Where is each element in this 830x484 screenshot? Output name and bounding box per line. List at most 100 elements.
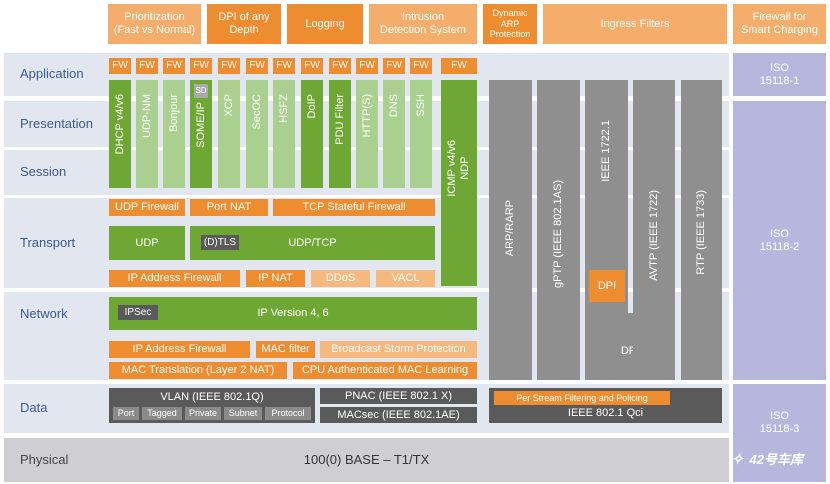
protocol-doip: DoIP	[301, 80, 323, 188]
ieee-1722-1-label: IEEE 1722.1	[600, 120, 613, 182]
protocol-label: PDU Filter	[333, 94, 346, 145]
avtp: AVTP (IEEE 1722)	[633, 80, 675, 380]
fw-badge: FW	[109, 58, 131, 74]
protocol-label: DNS	[387, 94, 400, 118]
header-dynamic-arp: Dynamic ARP Protection	[483, 4, 537, 44]
watermark-text: 42号车库	[749, 451, 804, 467]
vlan-chip-port: Port	[113, 407, 139, 420]
protocol-pdu-filter: PDU Filter	[329, 80, 351, 188]
protocol-dhcp: DHCP v4/v6	[109, 80, 131, 188]
mac-translation: MAC Translation (Layer 2 NAT)	[109, 362, 287, 379]
header-logging: Logging	[287, 4, 363, 44]
fw-badge: FW	[218, 58, 240, 74]
fw-badge: FW	[356, 58, 378, 74]
iso-15118-1: ISO 15118-1	[733, 53, 826, 96]
arp-rarp-label: ARP/RARP	[504, 200, 517, 257]
protocol-label: SecOC	[250, 94, 263, 130]
protocol-label: UDP-NM	[140, 94, 153, 138]
fw-badge: FW	[301, 58, 323, 74]
fw-badge: FW	[329, 58, 351, 74]
layer-label-physical: Physical	[20, 451, 69, 467]
macsec-box: MACsec (IEEE 802.1AE)	[320, 407, 477, 423]
port-nat: Port NAT	[190, 199, 268, 216]
icmp-label: ICMP v4/v6 NDP	[445, 140, 471, 197]
vlan-chip-tagged: Tagged	[142, 407, 182, 420]
protocol-bonjour: Bonjour	[163, 80, 185, 188]
icmp-ndp: ICMP v4/v6 NDP	[441, 80, 477, 286]
dpi-badge: DPI	[589, 270, 625, 302]
ip-nat: IP NAT	[246, 270, 305, 287]
rtp-label: RTP (IEEE 1733)	[695, 190, 708, 275]
tcp-stateful-firewall: TCP Stateful Firewall	[273, 199, 435, 216]
sd-badge: SD	[194, 84, 208, 98]
layer-label-presentation: Presentation	[20, 115, 93, 131]
header-ingress-filters: Ingress Filters	[543, 4, 727, 44]
protocol-secoc: SecOC	[246, 80, 268, 188]
protocol-label: Bonjour	[167, 94, 180, 132]
fw-badge: FW	[136, 58, 158, 74]
watermark-icon: ✧	[730, 451, 744, 469]
protocol-label: HTTP(S)	[360, 94, 373, 138]
iso-15118-2: ISO 15118-2	[733, 101, 826, 380]
cpu-authenticated-mac-learning: CPU Authenticated MAC Learning	[293, 362, 477, 379]
layer-label-network: Network	[20, 305, 68, 321]
layer-label-transport: Transport	[20, 234, 76, 250]
protocol-xcp: XCP	[218, 80, 240, 188]
fw-badge: FW	[383, 58, 405, 74]
fw-badge: FW	[190, 58, 212, 74]
header-dpi: DPI of any Depth	[207, 4, 281, 44]
layer-label-session: Session	[20, 164, 67, 180]
protocol-udp-nm: UDP-NM	[136, 80, 158, 188]
protocol-label: HSFZ	[277, 94, 290, 123]
dtls-chip: (D)TLS	[201, 235, 239, 250]
broadcast-storm-protection: Broadcast Storm Protection	[320, 341, 477, 358]
protocol-label: SSH	[414, 94, 427, 117]
watermark: ✧ 42号车库	[708, 446, 826, 474]
protocol-label: SOME/IP	[194, 102, 207, 148]
vlan-label: VLAN (IEEE 802.1Q)	[160, 391, 264, 403]
fw-badge: FW	[410, 58, 432, 74]
protocol-dns: DNS	[383, 80, 405, 188]
iso-15118-3: ISO 15118-3	[733, 384, 826, 482]
protocol-ssh: SSH	[410, 80, 432, 188]
header-prioritization: Prioritization (Fast vs Normal)	[108, 4, 201, 44]
pnac-box: PNAC (IEEE 802.1 X)	[320, 388, 477, 404]
header-ids: Intrusion Detection System	[369, 4, 477, 44]
fw-badge: FW	[163, 58, 185, 74]
layer-label-application: Application	[20, 66, 84, 82]
gptp: gPTP (IEEE 802.1AS)	[537, 80, 580, 380]
fw-badge: FW	[273, 58, 295, 74]
protocol-hsfz: HSFZ	[273, 80, 295, 188]
vlan-chip-private: Private	[185, 407, 221, 420]
protocol-label: XCP	[222, 94, 235, 117]
ddos: DDoS	[311, 270, 370, 287]
physical-bar: 100(0) BASE – T1/TX	[4, 438, 729, 482]
udp-box: UDP	[109, 226, 185, 260]
fw-badge: FW	[246, 58, 268, 74]
vlan-chip-protocol: Protocol	[265, 407, 311, 420]
mac-filter: MAC filter	[256, 341, 315, 358]
rtp: RTP (IEEE 1733)	[681, 80, 722, 380]
protocol-label: DoIP	[305, 94, 318, 119]
ipsec-chip: IPSec	[118, 305, 158, 320]
header-firewall-smart-charging: Firewall for Smart Charging	[733, 4, 826, 44]
per-stream-filtering: Per Stream Filtering and Policing	[494, 391, 670, 405]
vacl: VACL	[376, 270, 435, 287]
qci-label: IEEE 802.1 Qci	[567, 407, 644, 420]
protocol-label: DHCP v4/v6	[113, 94, 126, 155]
ip-version-box: IP Version 4, 6	[109, 297, 477, 330]
layer-label-data: Data	[20, 400, 48, 416]
physical-value: 100(0) BASE – T1/TX	[303, 451, 430, 467]
ip-address-firewall: IP Address Firewall	[109, 270, 240, 287]
fw-badge: FW	[441, 58, 477, 74]
protocol-some-ip: SOME/IP	[190, 80, 212, 188]
protocol-http: HTTP(S)	[356, 80, 378, 188]
udp-firewall: UDP Firewall	[109, 199, 185, 216]
arp-rarp: ARP/RARP	[489, 80, 532, 380]
ip-version-label: IP Version 4, 6	[257, 307, 329, 320]
avtp-label: AVTP (IEEE 1722)	[647, 190, 660, 281]
gptp-label: gPTP (IEEE 802.1AS)	[552, 180, 565, 289]
ip-address-firewall-l2: IP Address Firewall	[109, 341, 250, 358]
udp-tcp-label: UDP/TCP	[288, 236, 337, 249]
vlan-chip-subnet: Subnet	[224, 407, 262, 420]
